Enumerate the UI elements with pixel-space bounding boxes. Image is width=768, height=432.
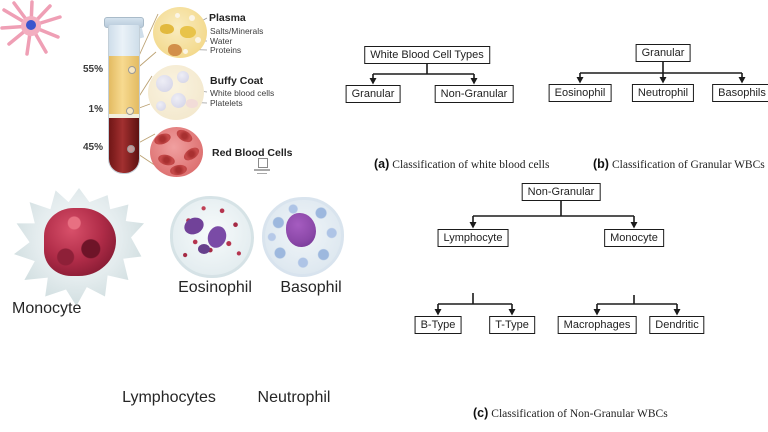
plasma-item-proteins: Proteins xyxy=(210,45,242,55)
t-type-box: T-Type xyxy=(489,316,535,334)
rbc-percentage: 45% xyxy=(82,142,103,153)
caption-b: (b)Classification of Granular WBCs xyxy=(593,155,765,173)
neutrophil-box: Neutrophil xyxy=(631,84,695,102)
plasma-callout-circle xyxy=(153,7,207,58)
lymphocytes-label: Lymphocytes xyxy=(122,389,216,406)
buffy-item-wbc: White blood cells xyxy=(210,88,275,98)
plasma-mineral-dot xyxy=(195,37,201,43)
tube-plasma-layer xyxy=(109,56,139,114)
plasma-percentage: 55% xyxy=(82,64,103,75)
buffy-coat-label: Buffy Coat xyxy=(210,75,264,87)
plasma-item-water: Water xyxy=(210,36,233,46)
eosinophil-nucleus-lobe xyxy=(198,244,210,254)
dendritic-box: Dendritic xyxy=(649,316,705,334)
watermark-logo xyxy=(253,158,273,178)
monocyte-label: Monocyte xyxy=(12,300,82,317)
basophils-box: Basophils xyxy=(712,84,768,102)
granular-box-a: Granular xyxy=(345,85,401,103)
caption-c-text: Classification of Non-Granular WBCs xyxy=(491,408,668,420)
non-granular-box-a: Non-Granular xyxy=(434,85,514,103)
eosinophil-3d-image xyxy=(170,196,254,278)
eosinophil-box: Eosinophil xyxy=(548,84,612,102)
white-blood-cell-sphere xyxy=(156,75,173,92)
caption-a: (a)Classification of white blood cells xyxy=(374,155,549,173)
red-blood-cell-disc xyxy=(156,152,177,168)
monocyte-box: Monocyte xyxy=(604,229,664,247)
platelet-sphere xyxy=(156,101,166,111)
buffy-coat-percentage: 1% xyxy=(88,104,103,115)
buffy-item-platelets: Platelets xyxy=(210,98,243,108)
b-type-box: B-Type xyxy=(414,316,462,334)
granular-box-b: Granular xyxy=(635,44,691,62)
neutrophil-label: Neutrophil xyxy=(257,389,331,406)
caption-c: (c)Classification of Non-Granular WBCs xyxy=(473,404,668,422)
eosinophil-nucleus-lobe xyxy=(181,214,207,238)
eosinophil-label: Eosinophil xyxy=(178,279,252,296)
white-blood-cell-sphere xyxy=(177,71,189,83)
plasma-item-salts: Salts/Minerals xyxy=(210,26,264,36)
plasma-mineral-dot xyxy=(175,13,180,18)
rbc-callout-circle xyxy=(150,127,203,177)
plasma-protein-blob xyxy=(168,44,182,56)
platelet-fragment xyxy=(186,99,198,108)
monocyte-3d-image xyxy=(14,188,144,306)
caption-a-label: (a) xyxy=(374,157,390,171)
tube-glass-section xyxy=(109,25,139,56)
macrophages-box: Macrophages xyxy=(557,316,637,334)
plasma-protein-blob xyxy=(160,24,174,34)
rbc-anchor-dot xyxy=(127,145,135,153)
basophil-nucleus xyxy=(286,213,316,247)
dendritic-cell-image xyxy=(0,0,62,56)
buffy-coat-callout-circle xyxy=(148,65,204,120)
red-blood-cell-disc xyxy=(181,145,202,163)
red-blood-cell-disc xyxy=(169,163,188,177)
lymphocyte-box: Lymphocyte xyxy=(437,229,509,247)
plasma-anchor-dot xyxy=(128,66,136,74)
red-blood-cells-label: Red Blood Cells xyxy=(212,147,293,159)
dendritic-nucleus xyxy=(26,20,36,30)
plasma-mineral-dot xyxy=(183,49,188,54)
basophil-3d-image xyxy=(262,197,344,277)
plasma-label: Plasma xyxy=(209,12,246,24)
test-tube xyxy=(108,25,140,174)
tube-buffy-coat-layer xyxy=(109,114,139,118)
plasma-protein-blob xyxy=(180,26,196,38)
buffy-anchor-dot xyxy=(126,107,134,115)
red-blood-cell-disc xyxy=(150,167,165,177)
non-granular-box-c: Non-Granular xyxy=(521,183,601,201)
white-blood-cell-sphere xyxy=(171,93,186,108)
plasma-mineral-dot xyxy=(189,15,195,21)
caption-b-text: Classification of Granular WBCs xyxy=(611,159,765,171)
tube-red-blood-cell-layer xyxy=(109,118,139,173)
wbc-types-box: White Blood Cell Types xyxy=(364,46,490,64)
caption-b-label: (b) xyxy=(593,157,609,171)
caption-a-text: Classification of white blood cells xyxy=(392,159,550,171)
monocyte-nucleus xyxy=(44,208,116,276)
basophil-label: Basophil xyxy=(280,279,342,296)
caption-c-label: (c) xyxy=(473,406,489,420)
